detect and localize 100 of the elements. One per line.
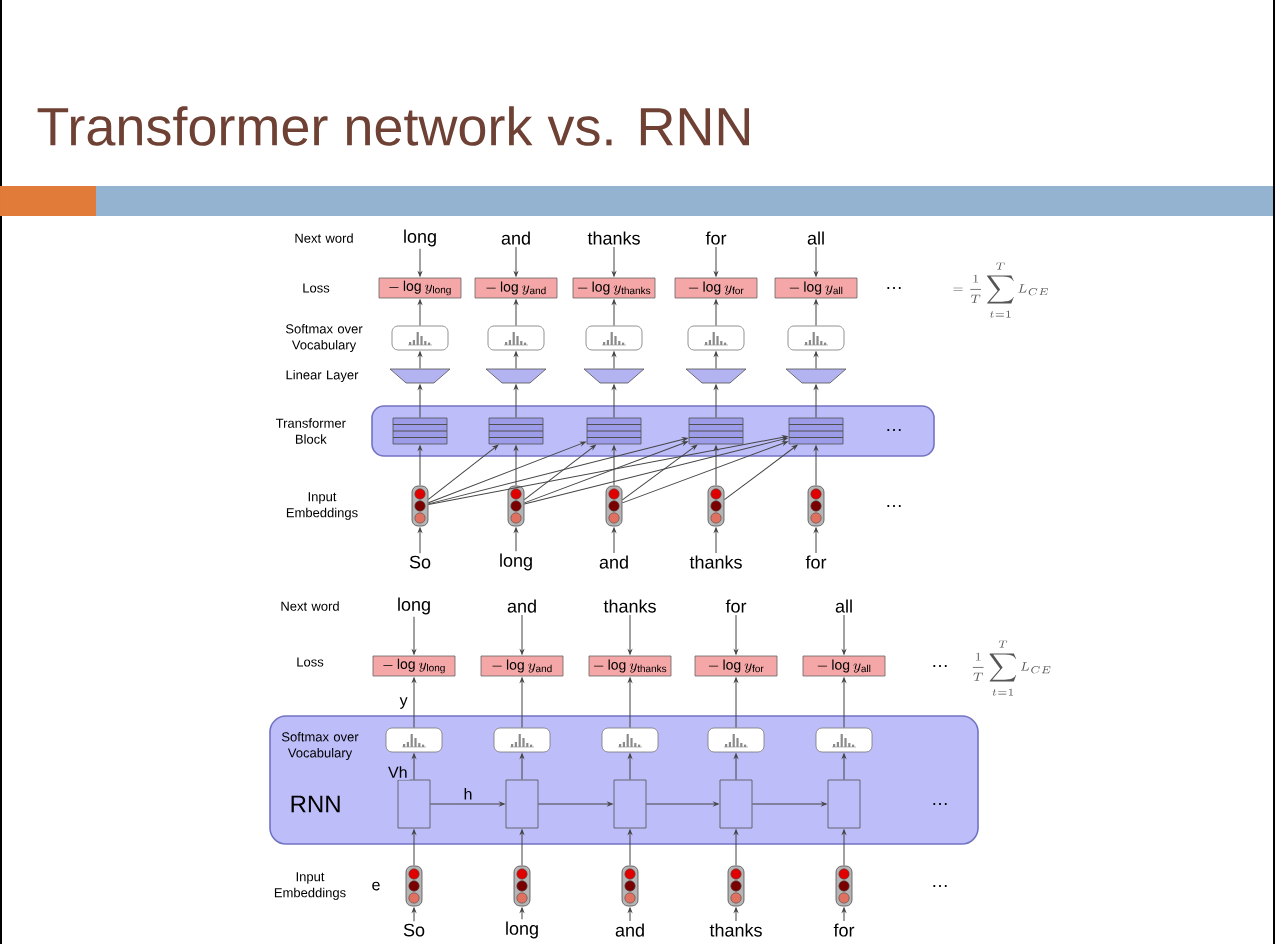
softmax-box xyxy=(585,325,643,351)
arrow xyxy=(418,384,422,419)
loss-box: $-\log y_{\mathrm{and}}$ xyxy=(474,277,558,299)
transformer-layer-stack xyxy=(586,417,642,445)
word-label: and xyxy=(615,923,644,937)
transformer-layer-stack xyxy=(392,417,448,445)
arrow xyxy=(612,527,616,554)
arrow xyxy=(427,441,586,504)
linear-layer xyxy=(389,368,451,384)
word-label: all xyxy=(807,231,824,245)
softmax-box xyxy=(601,727,659,753)
embedding-vector xyxy=(835,865,853,907)
arrow xyxy=(612,445,616,487)
loss-box: $-\log y_{\mathrm{thanks}}$ xyxy=(588,655,672,677)
loss-formula: $= \frac{1}{T}\sum_{t=1}^{T} L_{CE}$ xyxy=(953,262,1048,318)
word-label: all xyxy=(835,599,852,613)
edge-label: y xyxy=(397,695,410,711)
arrow xyxy=(412,677,416,729)
arrow xyxy=(628,907,632,922)
word-label: for xyxy=(805,555,827,569)
slide-title: Transformer network vs. RNN xyxy=(37,106,749,146)
arrow xyxy=(734,753,738,781)
arrow xyxy=(814,351,818,370)
arrow xyxy=(628,829,632,867)
word-label: thanks xyxy=(587,231,640,245)
embedding-vector xyxy=(513,865,531,907)
loss-box: $-\log y_{\mathrm{for}}$ xyxy=(674,277,758,299)
loss-box: $-\log y_{\mathrm{and}}$ xyxy=(480,655,564,677)
word-label: long xyxy=(398,597,430,615)
arrow xyxy=(520,907,524,920)
arrow xyxy=(523,444,596,501)
arrow xyxy=(751,802,827,806)
arrow xyxy=(734,614,738,655)
transformer-layer-stack xyxy=(788,417,844,445)
loss-box: $-\log y_{\mathrm{all}}$ xyxy=(774,277,858,299)
arrow xyxy=(427,437,688,505)
arrow xyxy=(412,829,416,867)
arrow xyxy=(842,907,846,922)
arrow xyxy=(523,437,788,505)
arrow xyxy=(723,444,798,501)
word-label: for xyxy=(705,231,727,245)
word-label: long xyxy=(506,921,538,939)
loss-box: $-\log y_{\mathrm{long}}$ xyxy=(378,277,462,299)
arrow xyxy=(612,351,616,370)
arrow xyxy=(520,753,524,781)
arrow xyxy=(612,246,616,277)
arrow xyxy=(645,802,719,806)
ellipsis: … xyxy=(933,803,947,805)
softmax-box xyxy=(787,325,845,351)
linear-layer xyxy=(685,368,747,384)
word-label: and xyxy=(507,599,536,613)
arrow xyxy=(628,614,632,655)
arrow xyxy=(520,829,524,867)
arrow xyxy=(714,384,718,419)
arrow xyxy=(418,351,422,370)
arrow xyxy=(514,527,518,552)
ellipsis: … xyxy=(933,885,947,887)
arrow xyxy=(814,445,818,487)
loss-box: $-\log y_{\mathrm{all}}$ xyxy=(802,655,886,677)
embedding-vector xyxy=(707,485,725,527)
arrow xyxy=(621,444,698,501)
arrow xyxy=(714,299,718,327)
transformer-layer-stack xyxy=(488,417,544,445)
ellipsis: … xyxy=(933,665,947,667)
vector-label: e xyxy=(372,881,380,891)
arrow xyxy=(814,246,818,277)
word-label: long xyxy=(404,229,436,247)
arrow xyxy=(612,299,616,327)
arrow xyxy=(612,384,616,419)
arrow xyxy=(514,246,518,277)
embedding-vector xyxy=(605,485,623,527)
softmax-box xyxy=(391,325,449,351)
arrow xyxy=(734,829,738,867)
arrow xyxy=(842,829,846,867)
arrow xyxy=(734,907,738,922)
arrow xyxy=(714,351,718,370)
arrow xyxy=(514,351,518,370)
embedding-vector xyxy=(405,865,423,907)
loss-box: $-\log y_{\mathrm{for}}$ xyxy=(694,655,778,677)
arrow xyxy=(514,299,518,327)
loss-box: $-\log y_{\mathrm{thanks}}$ xyxy=(572,277,656,299)
arrow xyxy=(418,248,422,277)
embedding-vector xyxy=(727,865,745,907)
arrow xyxy=(418,299,422,327)
arrow xyxy=(412,616,416,655)
linear-layer xyxy=(583,368,645,384)
embedding-vector xyxy=(621,865,639,907)
arrow xyxy=(842,753,846,781)
rnn-cell xyxy=(397,779,431,829)
arrow xyxy=(418,445,422,487)
arrow xyxy=(412,907,416,922)
word-label: thanks xyxy=(709,923,762,937)
ellipsis: … xyxy=(887,287,901,289)
rnn-cell xyxy=(827,779,861,829)
word-label: for xyxy=(725,599,747,613)
arrow xyxy=(734,677,738,729)
word-label: long xyxy=(500,553,532,571)
arrow xyxy=(842,614,846,655)
arrow xyxy=(520,614,524,655)
transformer-layer-stack xyxy=(688,417,744,445)
